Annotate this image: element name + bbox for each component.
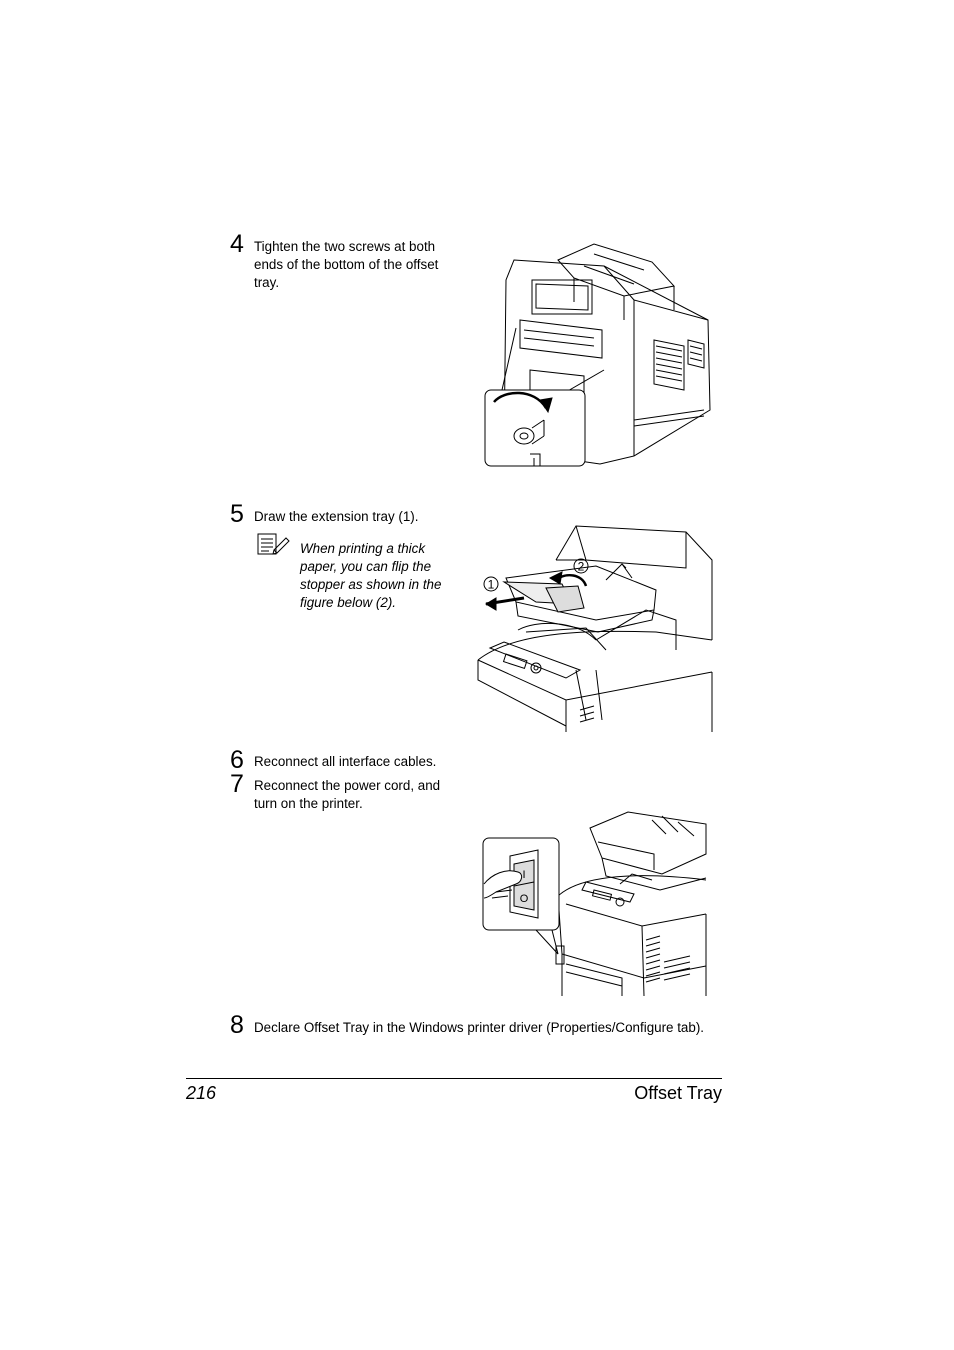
step-5-number: 5 — [230, 500, 244, 528]
figure-extension-tray: 1 2 — [477, 525, 713, 732]
step-4-text: Tighten the two screws at both ends of t… — [254, 239, 439, 290]
figure-offset-tray-screws — [484, 243, 711, 467]
callout-2-label: 2 — [578, 560, 585, 574]
step-7-text: Reconnect the power cord, and turn on th… — [254, 778, 441, 811]
step-5-text: Draw the extension tray (1). — [254, 509, 419, 524]
step-6-text: Reconnect all interface cables. — [254, 754, 437, 769]
page-number: 216 — [186, 1083, 217, 1103]
note-icon — [257, 533, 290, 555]
footer-rule — [186, 1078, 722, 1079]
step-8-text: Declare Offset Tray in the Windows print… — [254, 1020, 705, 1035]
step-8-number: 8 — [230, 1011, 244, 1039]
step-7-number: 7 — [230, 770, 244, 798]
callout-1-label: 1 — [488, 578, 495, 592]
figure-power-switch: I O — [482, 811, 707, 997]
section-title: Offset Tray — [634, 1083, 722, 1103]
step-4-number: 4 — [230, 230, 244, 258]
step-5-note: When printing a thick paper, you can fli… — [300, 541, 442, 610]
switch-on-label: I — [522, 869, 525, 881]
step-6-number: 6 — [230, 746, 244, 774]
switch-off-label: O — [520, 893, 529, 905]
